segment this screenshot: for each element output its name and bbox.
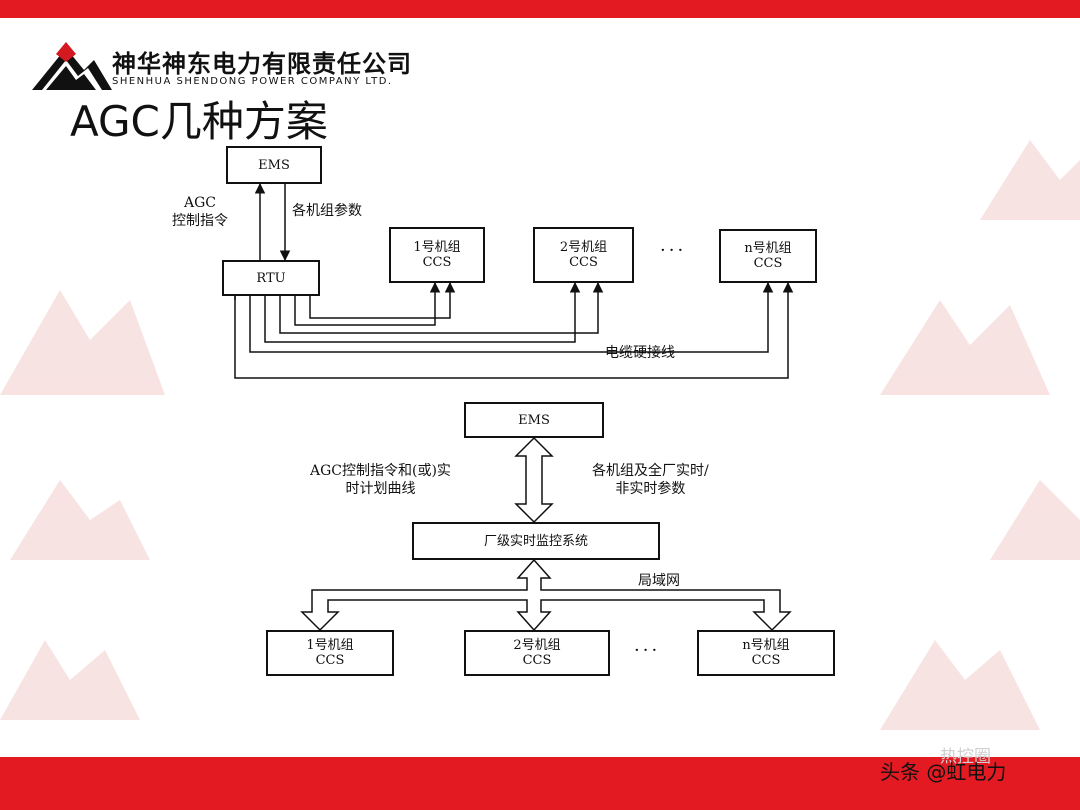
cable-unit2-b	[264, 281, 581, 343]
cable-hardwire-label: 电缆硬接线	[605, 345, 675, 361]
unit-2-ccs-box: 2号机组 CCS	[533, 227, 634, 283]
watermark-shape	[990, 480, 1080, 560]
lan-distribution-arrows	[300, 559, 792, 632]
company-name-en: SHENHUA SHENDONG POWER COMPANY LTD.	[112, 76, 393, 87]
rtu-box: RTU	[222, 260, 320, 296]
unit-1-ccs-box: 1号机组 CCS	[389, 227, 485, 283]
watermark-shape	[10, 480, 150, 560]
cable-unitn-b	[234, 281, 794, 379]
watermark-shape	[0, 290, 165, 395]
slide-title: AGC几种方案	[70, 97, 328, 146]
agc-command-label: AGC 控制指令	[172, 195, 228, 229]
unit-n-ccs-box-bottom: n号机组 CCS	[697, 630, 835, 676]
ems-box-bottom: EMS	[464, 402, 604, 438]
company-logo	[32, 42, 112, 90]
agc-plan-label: AGC控制指令和(或)实 时计划曲线	[310, 463, 451, 497]
unit-1-ccs-box-bottom: 1号机组 CCS	[266, 630, 394, 676]
watermark-shape	[880, 640, 1040, 730]
watermark-shape	[0, 640, 140, 720]
unit-ellipsis-bottom: ···	[634, 640, 661, 661]
unit-params-label: 各机组参数	[292, 203, 362, 219]
unit-n-ccs-box: n号机组 CCS	[719, 229, 817, 283]
watermark-shape	[980, 140, 1080, 220]
ems-box-top: EMS	[226, 146, 322, 184]
cable-unitn-a	[249, 281, 774, 353]
lan-label: 局域网	[638, 573, 680, 589]
watermark-shape	[880, 300, 1050, 395]
realtime-params-label: 各机组及全厂实时/ 非实时参数	[592, 463, 709, 497]
unit-2-ccs-box-bottom: 2号机组 CCS	[464, 630, 610, 676]
footer-watermark-text: 热控圈	[940, 747, 991, 767]
company-name-cn: 神华神东电力有限责任公司	[112, 50, 412, 78]
plant-realtime-monitor-box: 厂级实时监控系统	[412, 522, 660, 560]
unit-ellipsis-top: ···	[660, 240, 687, 261]
ems-plant-double-arrow	[514, 436, 554, 524]
footer-credit: 头条 @虹电力	[880, 760, 1007, 784]
top-red-band	[0, 0, 1080, 18]
cable-unit1-a	[309, 281, 456, 319]
cable-unit1-b	[294, 281, 441, 326]
bottom-red-band	[0, 757, 1080, 810]
cable-unit2-a	[279, 281, 604, 334]
